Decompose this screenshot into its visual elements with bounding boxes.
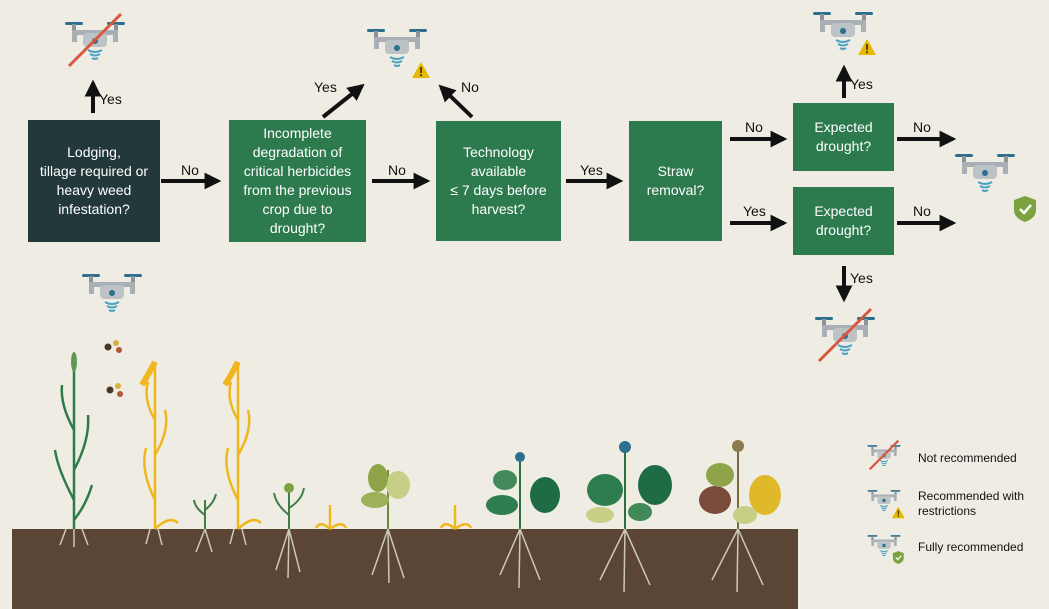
label-yes-5: Yes	[850, 76, 873, 92]
label-no-5: No	[913, 119, 931, 135]
label-no-6: No	[913, 203, 931, 219]
box-technology-available: Technology available ≤ 7 days before har…	[436, 121, 561, 241]
seed-droplets	[104, 340, 123, 548]
legend-not-recommended: Not recommended	[918, 451, 1017, 465]
arrow-no-diag	[438, 84, 474, 119]
label-yes-4: Yes	[743, 203, 766, 219]
drone-not-recommended-2	[814, 307, 876, 363]
label-no-3: No	[461, 79, 479, 95]
plant-stubble-2	[439, 505, 473, 531]
plant-green-wheat	[53, 352, 94, 547]
plant-weed-small	[361, 464, 410, 584]
legend-restrictions: Recommended with restrictions	[918, 489, 1025, 518]
drone-restricted-1	[366, 28, 430, 78]
legend-drone-not-recommended	[866, 439, 902, 471]
plant-weed-mixed	[699, 440, 781, 593]
legend-fully-recommended: Fully recommended	[918, 540, 1024, 554]
arrow-yes-diag	[321, 83, 365, 119]
plant-stubble-1	[314, 505, 348, 531]
plant-yellow-wheat-1	[139, 360, 179, 546]
label-yes-2: Yes	[314, 79, 337, 95]
plant-weed-dense	[586, 441, 672, 593]
legend-drone-restrictions	[866, 489, 905, 519]
box-straw-removal: Straw removal?	[629, 121, 722, 241]
drone-fully-recommended	[954, 153, 1038, 224]
plant-yellow-wheat-2	[222, 360, 262, 546]
label-no-2: No	[388, 162, 406, 178]
drone-restricted-2	[812, 11, 876, 55]
box-lodging-question: Lodging, tillage required or heavy weed …	[28, 120, 160, 242]
plant-weed-thistle	[486, 452, 560, 589]
box-herbicide-degradation: Incomplete degradation of critical herbi…	[229, 120, 366, 242]
label-no-4: No	[745, 119, 763, 135]
plant-seedling-2	[273, 483, 305, 579]
label-yes-1: Yes	[99, 91, 122, 107]
label-no-1: No	[181, 162, 199, 178]
box-expected-drought-top: Expected drought?	[793, 103, 894, 171]
label-yes-3: Yes	[580, 162, 603, 178]
drone-not-recommended-1	[64, 12, 126, 68]
label-yes-6: Yes	[850, 270, 873, 286]
drone-field-illustration	[81, 273, 143, 312]
legend-drone-fully	[866, 534, 905, 565]
soil	[12, 529, 798, 609]
box-expected-drought-bottom: Expected drought?	[793, 187, 894, 255]
plant-seedling-1	[193, 493, 217, 553]
